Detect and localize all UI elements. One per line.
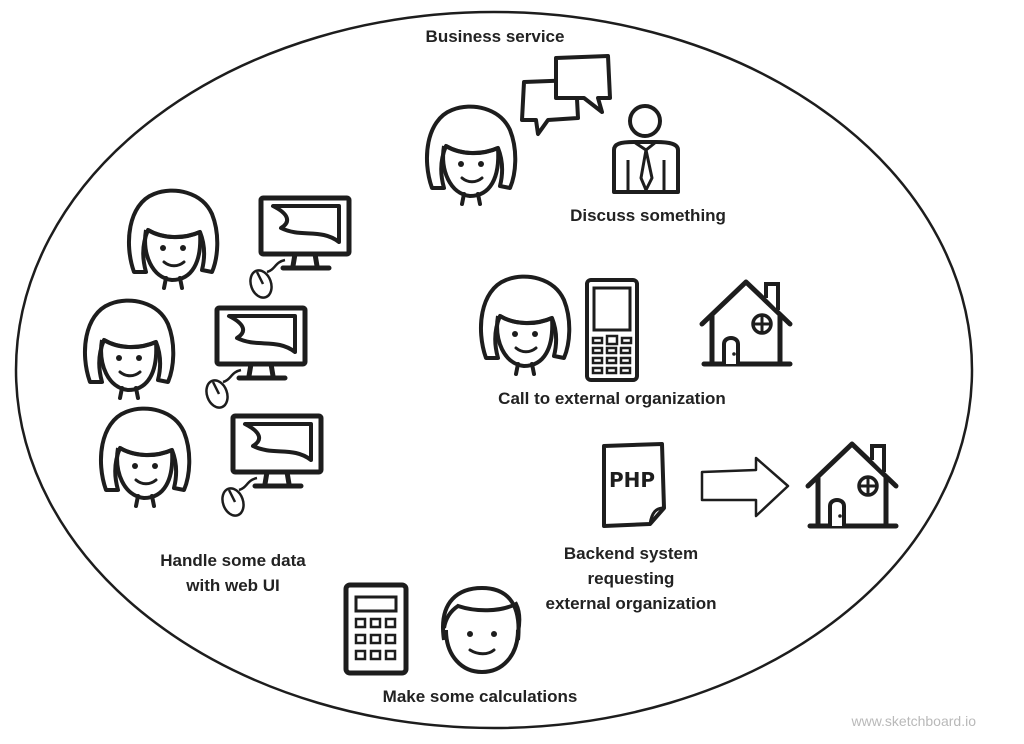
house-icon [808,444,896,526]
house-icon [702,282,790,364]
calculation-group [343,582,522,676]
handle-data-group [82,188,349,519]
girl-avatar-icon [478,274,572,376]
calculator-icon [343,582,409,676]
right-arrow-icon [700,456,790,518]
backend-label-line: external organization [545,594,717,613]
monitor-mouse-icon [247,198,349,301]
speech-bubbles-icon [520,54,612,136]
php-document-icon: PHP [602,442,666,528]
monitor-mouse-icon [203,308,305,411]
call-label: Call to external organization [498,389,726,408]
monitor-mouse-icon [219,416,321,519]
girl-avatar-icon [98,406,192,508]
mobile-phone-icon [585,278,639,382]
handle-label-line: Handle some data [160,551,306,570]
businessman-icon [612,104,680,194]
girl-avatar-icon [126,188,220,290]
backend-group: PHP [602,442,896,528]
calc-label: Make some calculations [382,687,578,706]
handle-label: Handle some data with web UI [160,548,306,598]
boy-avatar-icon [441,586,522,675]
call-group [478,274,790,382]
backend-label-line: Backend system [563,544,699,563]
php-label: PHP [609,468,655,492]
girl-avatar-icon [424,104,518,206]
handle-label-line: with web UI [186,576,280,595]
diagram-title: Business service [425,27,565,46]
watermark: www.sketchboard.io [851,713,976,729]
discuss-label: Discuss something [570,206,726,225]
girl-avatar-icon [82,298,176,400]
business-service-boundary [14,10,974,730]
discuss-group [424,54,680,206]
backend-label: Backend system requesting external organ… [546,541,717,616]
backend-label-line: requesting [587,569,675,588]
